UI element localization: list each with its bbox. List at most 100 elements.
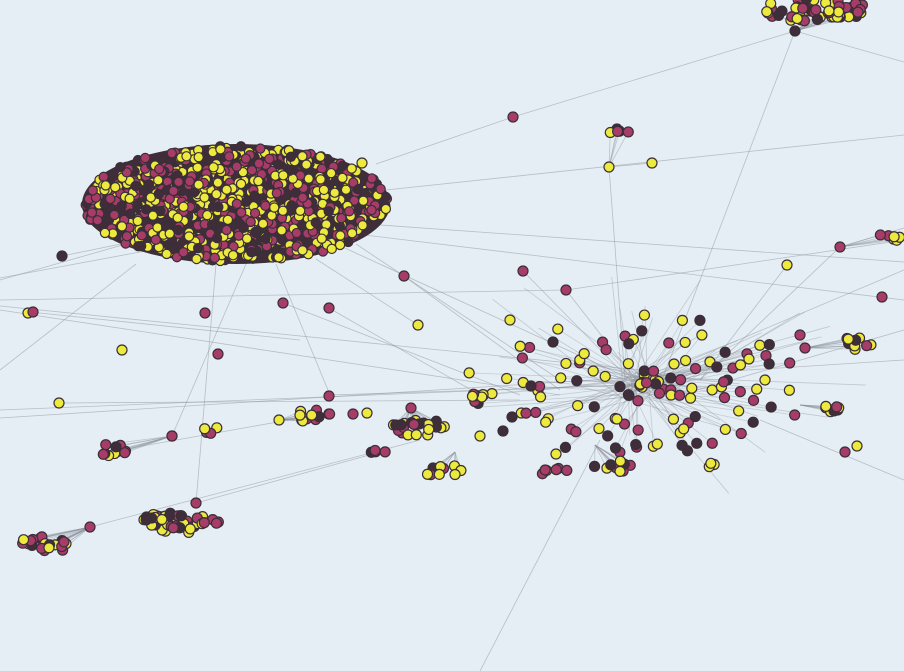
magenta-node (166, 147, 177, 159)
graph-edge (171, 263, 247, 437)
graph-edge (0, 239, 141, 281)
yellow-node (743, 353, 755, 365)
graph-edge (839, 227, 904, 248)
magenta-node (612, 125, 624, 137)
dark-node (235, 141, 247, 152)
yellow-node (560, 357, 572, 370)
yellow-node (357, 220, 368, 231)
graph-edge (548, 378, 628, 420)
magenta-node (100, 439, 112, 451)
yellow-node (463, 367, 475, 379)
yellow-node (676, 314, 688, 326)
magenta-node (255, 143, 266, 154)
graph-edge (534, 352, 634, 383)
dark-node (622, 389, 634, 401)
magenta-node (520, 407, 532, 419)
graph-edge (539, 386, 628, 393)
magenta-node (87, 185, 98, 196)
yellow-node (43, 542, 55, 554)
dark-node (323, 206, 334, 217)
yellow-node (199, 423, 211, 435)
yellow-node (276, 225, 287, 236)
yellow-node (153, 175, 164, 186)
yellow-node (315, 174, 326, 185)
yellow-node (667, 413, 680, 425)
magenta-node (861, 340, 873, 352)
graph-edge (607, 381, 643, 437)
yellow-node (514, 340, 526, 352)
node-layer (17, 0, 904, 557)
dark-node (776, 5, 788, 17)
graph-edge (478, 392, 643, 404)
dark-node (605, 459, 617, 471)
magenta-node (640, 377, 653, 389)
graph-edge (804, 338, 849, 349)
dark-node (241, 196, 252, 207)
yellow-node (356, 157, 368, 169)
magenta-node (852, 6, 864, 18)
magenta-node (236, 207, 247, 218)
dark-node (602, 430, 614, 442)
dark-node (132, 200, 143, 211)
magenta-node (150, 234, 162, 245)
magenta-node (190, 497, 202, 509)
magenta-node (632, 424, 644, 436)
magenta-node (530, 406, 542, 419)
graph-edge (646, 391, 713, 444)
graph-edge (759, 419, 904, 481)
graph-edge (565, 239, 904, 291)
graph-edge (385, 134, 904, 191)
magenta-node (121, 230, 133, 242)
yellow-node (221, 184, 232, 195)
magenta-node (718, 392, 731, 404)
dark-node (116, 200, 127, 212)
graph-edge (328, 307, 481, 396)
yellow-node (668, 358, 680, 370)
graph-edge (0, 248, 157, 279)
magenta-node (168, 185, 179, 197)
graph-edge (479, 439, 601, 671)
yellow-node (433, 468, 445, 480)
magenta-node (291, 227, 302, 239)
graph-edge (620, 330, 649, 378)
graph-edge (0, 309, 561, 396)
graph-edge (804, 338, 848, 349)
dark-node (173, 224, 184, 236)
magenta-node (344, 206, 355, 217)
yellow-node (178, 201, 189, 212)
graph-edge (523, 379, 645, 383)
yellow-node (235, 178, 247, 190)
yellow-node (614, 455, 626, 467)
yellow-node (751, 383, 763, 395)
yellow-node (361, 407, 373, 419)
graph-edge (565, 379, 653, 448)
dark-node (153, 188, 165, 200)
graph-edge (512, 30, 796, 118)
yellow-node (110, 182, 121, 193)
magenta-node (874, 229, 886, 241)
yellow-node (572, 400, 584, 412)
magenta-node (105, 193, 116, 205)
yellow-node (842, 333, 854, 345)
yellow-node (540, 416, 552, 428)
graph-edge (628, 394, 739, 412)
graph-edge (282, 302, 521, 396)
dark-node (130, 180, 141, 192)
magenta-node (600, 344, 612, 356)
graph-edge (608, 131, 620, 168)
dark-node (192, 242, 204, 254)
dark-node (206, 219, 218, 230)
graph-edge (0, 305, 641, 371)
dark-node (636, 325, 648, 337)
dark-node (141, 204, 152, 215)
magenta-node (366, 204, 377, 216)
graph-edge (557, 328, 653, 390)
dark-node (138, 185, 150, 196)
magenta-node (223, 151, 235, 162)
yellow-node (297, 151, 308, 162)
magenta-node (323, 408, 336, 420)
graph-edge (522, 270, 631, 381)
magenta-node (408, 418, 420, 430)
graph-edge (624, 280, 701, 395)
magenta-node (58, 536, 70, 548)
